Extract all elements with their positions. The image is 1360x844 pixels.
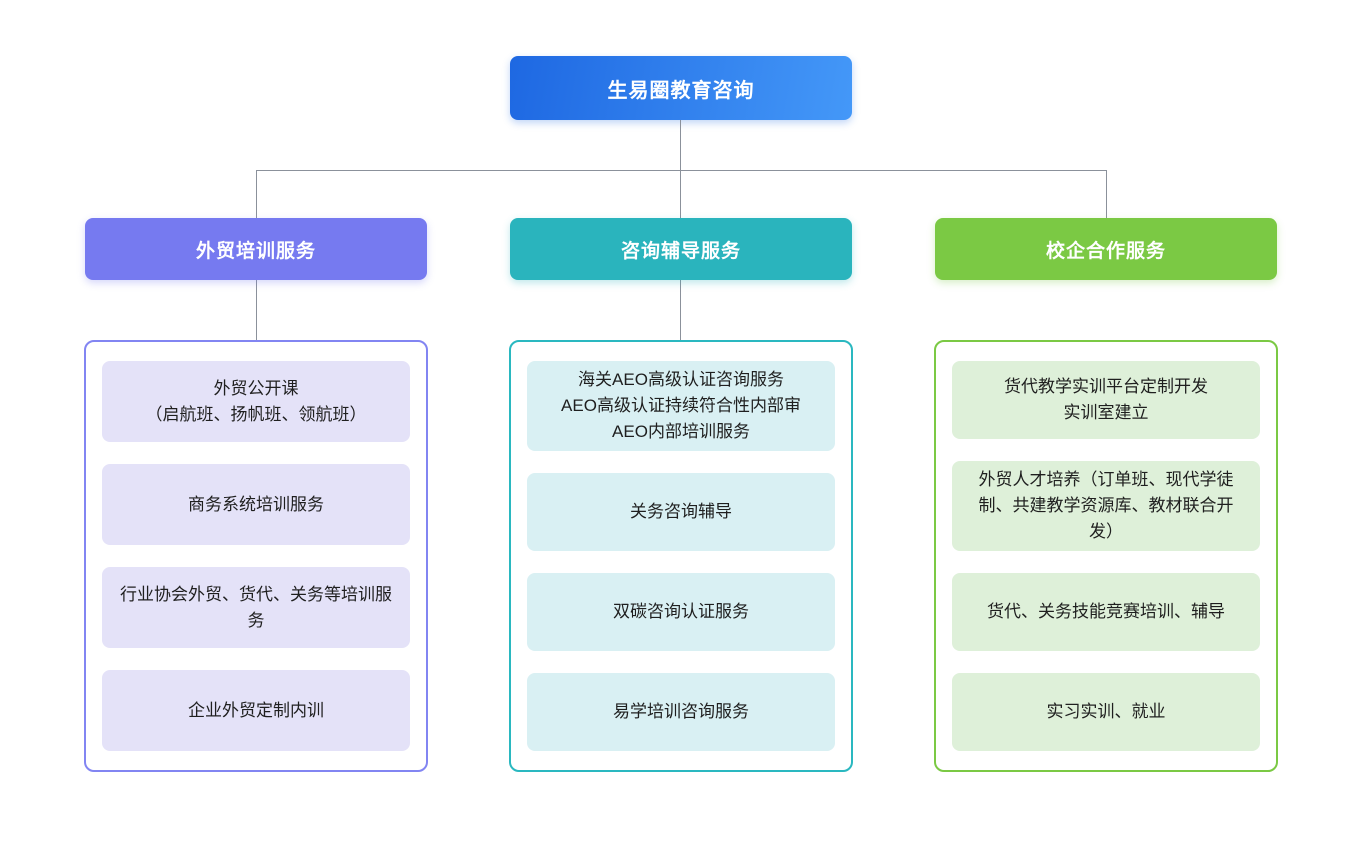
branch-header-label: 校企合作服务: [1045, 240, 1166, 262]
branch-header-label: 咨询辅导服务: [620, 240, 741, 262]
service-item: 实习实训、就业: [952, 673, 1260, 751]
service-item: 行业协会外贸、货代、关务等培训服务: [102, 567, 410, 648]
service-item: 海关AEO高级认证咨询服务 AEO高级认证持续符合性内部审 AEO内部培训服务: [527, 361, 835, 451]
service-item: 易学培训咨询服务: [527, 673, 835, 751]
connector-drop-branch-3: [1106, 170, 1107, 218]
root-node: 生易圈教育咨询: [510, 56, 852, 120]
container-consulting: 海关AEO高级认证咨询服务 AEO高级认证持续符合性内部审 AEO内部培训服务 …: [509, 340, 853, 772]
root-node-label: 生易圈教育咨询: [607, 79, 755, 102]
branch-header-school-enterprise: 校企合作服务: [935, 218, 1277, 280]
container-trade-training: 外贸公开课 （启航班、扬帆班、领航班） 商务系统培训服务 行业协会外贸、货代、关…: [84, 340, 428, 772]
service-item: 货代教学实训平台定制开发 实训室建立: [952, 361, 1260, 439]
container-school-enterprise: 货代教学实训平台定制开发 实训室建立 外贸人才培养（订单班、现代学徒制、共建教学…: [934, 340, 1278, 772]
service-item: 货代、关务技能竞赛培训、辅导: [952, 573, 1260, 651]
connector-root-vertical: [680, 120, 681, 170]
service-item: 商务系统培训服务: [102, 464, 410, 545]
branch-header-trade-training: 外贸培训服务: [85, 218, 427, 280]
service-item: 企业外贸定制内训: [102, 670, 410, 751]
branch-header-consulting: 咨询辅导服务: [510, 218, 852, 280]
service-item: 外贸人才培养（订单班、现代学徒制、共建教学资源库、教材联合开发）: [952, 461, 1260, 551]
branch-header-label: 外贸培训服务: [195, 240, 316, 262]
connector-stem-branch-1: [256, 280, 257, 340]
connector-drop-branch-2: [680, 170, 681, 218]
service-item: 双碳咨询认证服务: [527, 573, 835, 651]
service-item: 关务咨询辅导: [527, 473, 835, 551]
connector-stem-branch-2: [680, 280, 681, 340]
connector-horizontal-bar: [256, 170, 1107, 171]
connector-drop-branch-1: [256, 170, 257, 218]
service-item: 外贸公开课 （启航班、扬帆班、领航班）: [102, 361, 410, 442]
